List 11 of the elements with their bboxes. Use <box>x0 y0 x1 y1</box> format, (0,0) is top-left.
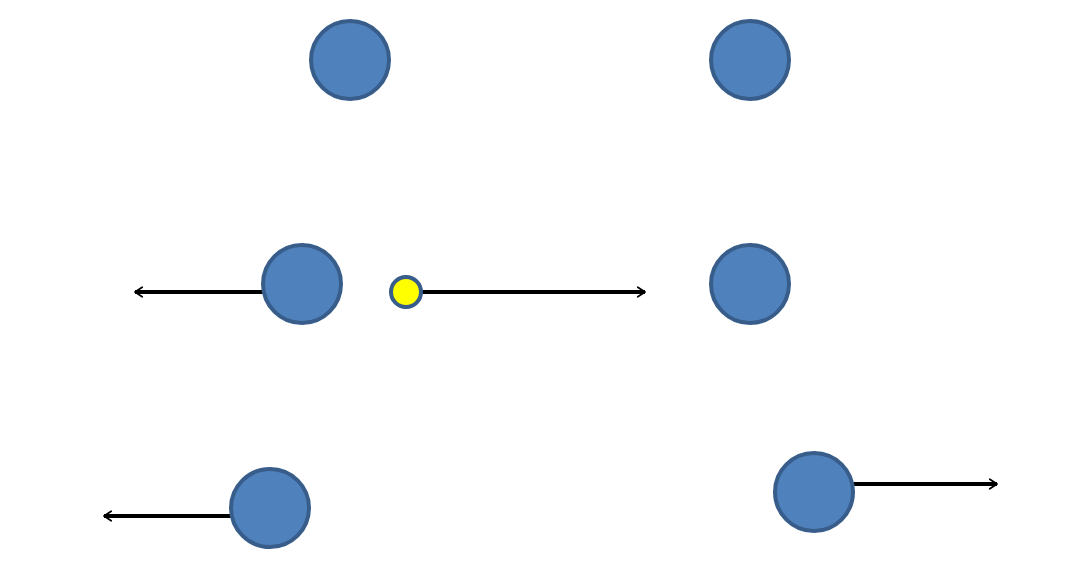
small-particle-circle <box>389 275 423 309</box>
particle-circle <box>709 243 791 325</box>
particle-circle <box>773 451 855 533</box>
particle-circle <box>229 467 311 549</box>
arrow <box>103 510 232 522</box>
particle-circle <box>261 243 343 325</box>
arrow <box>852 478 998 490</box>
arrow <box>421 286 646 298</box>
arrow <box>134 286 264 298</box>
particle-circle <box>709 19 791 101</box>
particle-circle <box>309 19 391 101</box>
